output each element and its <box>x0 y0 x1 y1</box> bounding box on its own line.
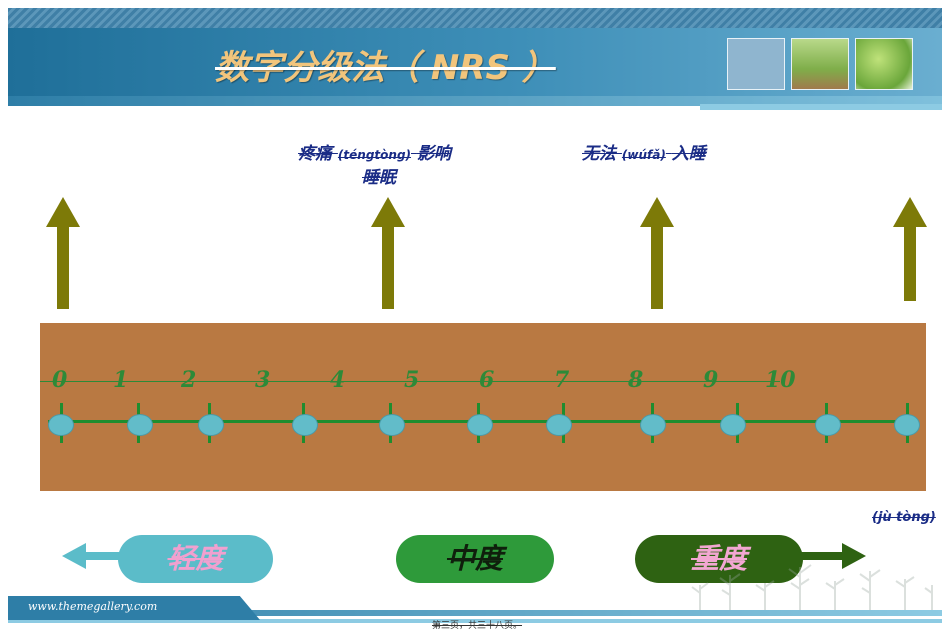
annotation-cannot-sleep-a: 无法 <box>582 144 616 164</box>
severe-pinyin-note: (jù tòng) <box>872 510 936 525</box>
annotation-sleep-affected: 疼痛 (téngtòng) 影响 <box>298 139 451 164</box>
scale-dot <box>467 414 493 436</box>
arrow-up-icon <box>893 197 927 301</box>
annotation-cannot-sleep: 无法 (wúfǎ) 入睡 <box>582 139 706 164</box>
header-thumbnail-leaves <box>855 38 913 90</box>
pain-scale-panel <box>40 323 926 491</box>
scale-dot <box>546 414 572 436</box>
footer-website: www.themegallery.com <box>28 600 158 613</box>
annotation-sleep-affected-c: 睡眠 <box>362 168 396 188</box>
scale-number: 2 <box>181 367 197 393</box>
scale-number: 10 <box>765 367 796 393</box>
plant-decoration-icon <box>691 564 933 610</box>
scale-number: 6 <box>479 367 495 393</box>
annotation-sleep-affected-a: 疼痛 <box>298 144 332 164</box>
slide-title: 数字分级法（ NRS ） <box>215 48 556 88</box>
severity-moderate: 中度 <box>396 535 554 583</box>
arrow-left-shaft <box>84 552 124 560</box>
scale-dot <box>640 414 666 436</box>
scale-dot <box>815 414 841 436</box>
scale-dot <box>198 414 224 436</box>
scale-number-strike <box>40 381 780 382</box>
header-thumbnail-sprout <box>791 38 849 90</box>
footer-page-number: 第三页，共三十八页。 <box>432 621 523 631</box>
annotation-sleep-affected-pinyin: (téngtòng) <box>337 148 412 162</box>
scale-dot <box>127 414 153 436</box>
header-underline <box>8 96 942 106</box>
scale-dot <box>48 414 74 436</box>
annotation-sleep-affected-b: 影响 <box>416 144 451 164</box>
scale-number: 5 <box>404 367 420 393</box>
scale-number: 7 <box>554 367 570 393</box>
footer-line-accent <box>8 619 942 623</box>
scale-number: 4 <box>330 367 346 393</box>
footer-line <box>8 610 942 616</box>
scale-dot <box>379 414 405 436</box>
header-thumbnail-blank <box>727 38 785 90</box>
scale-dot <box>720 414 746 436</box>
scale-dot <box>292 414 318 436</box>
scale-number: 3 <box>255 367 271 393</box>
scale-number: 8 <box>628 367 644 393</box>
scale-number: 1 <box>113 367 129 393</box>
scale-number: 0 <box>52 367 68 393</box>
header-band <box>8 28 942 98</box>
header-stripe <box>8 8 942 30</box>
header-underline-accent <box>700 104 942 110</box>
arrow-up-icon <box>46 197 80 309</box>
severity-mild: 轻度 <box>118 535 273 583</box>
footer-band <box>8 596 260 620</box>
arrow-up-icon <box>371 197 405 309</box>
annotation-cannot-sleep-pinyin: (wúfǎ) <box>621 148 666 162</box>
arrow-up-icon <box>640 197 674 309</box>
scale-number: 9 <box>703 367 719 393</box>
annotation-cannot-sleep-b: 入睡 <box>671 144 706 164</box>
arrow-right-icon <box>842 543 866 569</box>
arrow-right-shaft <box>800 552 844 560</box>
arrow-left-icon <box>62 543 86 569</box>
severity-severe: 重度 <box>635 535 803 583</box>
scale-dot <box>894 414 920 436</box>
